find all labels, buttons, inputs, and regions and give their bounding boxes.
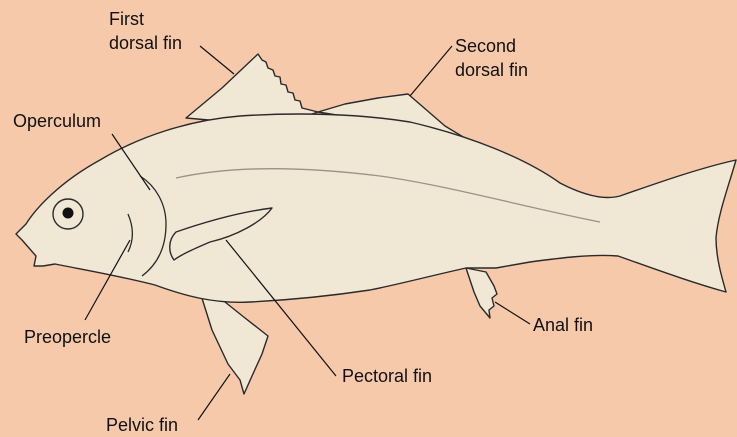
- label-operculum: Operculum: [13, 109, 101, 133]
- anal-fin: [466, 268, 497, 318]
- label-pelvic-fin: Pelvic fin: [106, 413, 178, 437]
- leader-second-dorsal-fin: [410, 46, 452, 96]
- pupil: [63, 208, 74, 219]
- label-first-dorsal-fin: First dorsal fin: [109, 7, 182, 55]
- pelvic-fin: [200, 292, 268, 394]
- label-anal-fin: Anal fin: [533, 313, 593, 337]
- leader-pelvic-fin: [198, 374, 230, 420]
- label-second-dorsal-fin: Second dorsal fin: [455, 34, 528, 82]
- label-preopercle: Preopercle: [24, 325, 111, 349]
- leader-anal-fin: [495, 302, 530, 324]
- fish-body: [16, 114, 736, 302]
- first-dorsal-fin: [186, 54, 318, 122]
- label-pectoral-fin: Pectoral fin: [342, 364, 432, 388]
- leader-first-dorsal-fin: [200, 46, 234, 74]
